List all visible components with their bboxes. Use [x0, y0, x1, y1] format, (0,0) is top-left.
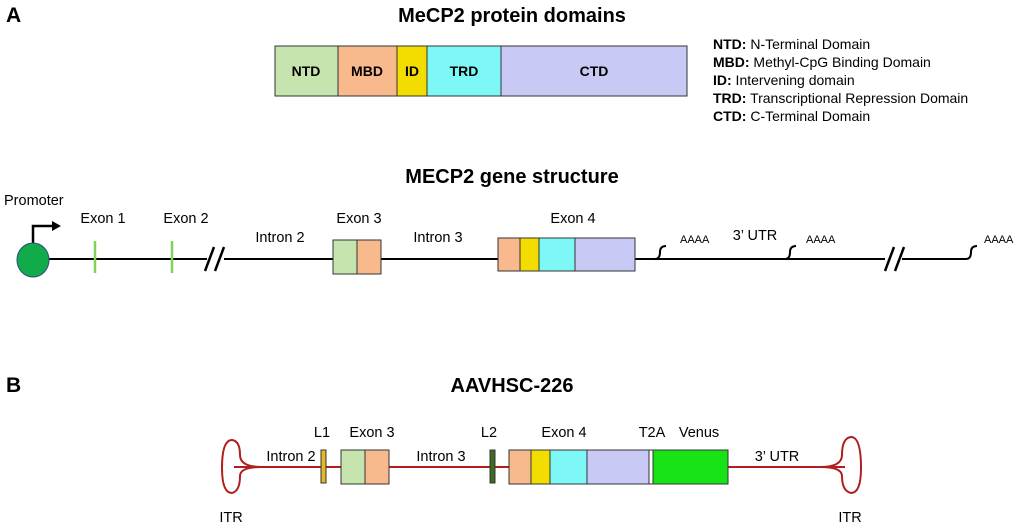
itr-left: [220, 438, 263, 495]
legend-id: ID: Intervening domain: [713, 72, 855, 88]
trd-label: TRD: [450, 63, 479, 79]
venus-element: [652, 449, 729, 485]
exon2-label: Exon 2: [163, 211, 208, 227]
domain-legend: NTD: N-Terminal Domain MBD: Methyl-CpG B…: [713, 36, 968, 124]
polya-label-3: AAAA: [984, 234, 1014, 246]
legend-trd-abbr: TRD:: [713, 90, 746, 106]
ntd-label: NTD: [292, 63, 321, 79]
gene-break-right: [883, 246, 906, 272]
legend-ntd-abbr: NTD:: [713, 36, 746, 52]
vector-intron2-label: Intron 2: [266, 449, 315, 465]
vector-exon3: [340, 449, 390, 485]
intron2-label: Intron 2: [255, 230, 304, 246]
panel-a-letter: A: [6, 4, 21, 27]
ntd-domain: [274, 45, 339, 97]
legend-mbd: MBD: Methyl-CpG Binding Domain: [713, 54, 931, 70]
gene-exon3: [332, 239, 382, 275]
legend-id-text: Intervening domain: [732, 72, 855, 88]
gene-backbone: [48, 245, 978, 260]
legend-ctd-text: C-Terminal Domain: [746, 108, 870, 124]
itr-right: [819, 435, 863, 495]
promoter-arrow: [31, 221, 61, 244]
vector-exon3-label: Exon 3: [349, 425, 394, 441]
gene-break-left: [203, 246, 226, 272]
gene-exon3-label: Exon 3: [336, 211, 381, 227]
vector-intron3-label: Intron 3: [416, 449, 465, 465]
itr-left-label: ITR: [219, 510, 242, 526]
legend-ntd-text: N-Terminal Domain: [746, 36, 870, 52]
mbd-label: MBD: [351, 63, 383, 79]
vector-exon4-label: Exon 4: [541, 425, 586, 441]
protein-domains-title: MeCP2 protein domains: [398, 5, 626, 27]
l2-linker: [489, 449, 496, 484]
id-domain: [396, 45, 428, 97]
ctd-domain: [500, 45, 688, 97]
legend-id-abbr: ID:: [713, 72, 732, 88]
promoter-label: Promoter: [4, 193, 64, 209]
legend-ctd-abbr: CTD:: [713, 108, 746, 124]
vector-exon4: [508, 449, 650, 485]
panel-b-letter: B: [6, 374, 21, 397]
l1-linker: [320, 449, 327, 484]
l2-label: L2: [481, 425, 497, 441]
venus-label: Venus: [679, 425, 719, 441]
gene-exon4-label: Exon 4: [550, 211, 595, 227]
t2a-element: [648, 449, 654, 485]
gene-structure-title: MECP2 gene structure: [405, 166, 618, 188]
t2a-label: T2A: [639, 425, 666, 441]
legend-mbd-text: Methyl-CpG Binding Domain: [750, 54, 931, 70]
mbd-domain: [337, 45, 398, 97]
promoter-circle: [16, 242, 50, 278]
legend-trd: TRD: Transcriptional Repression Domain: [713, 90, 968, 106]
gene-utr-label: 3’ UTR: [733, 228, 778, 244]
vector-title: AAVHSC-226: [451, 375, 574, 397]
intron3-label: Intron 3: [413, 230, 462, 246]
protein-domain-bar: [274, 45, 688, 97]
itr-right-label: ITR: [838, 510, 861, 526]
polya-label-2: AAAA: [806, 234, 836, 246]
ctd-label: CTD: [580, 63, 609, 79]
exon1-label: Exon 1: [80, 211, 125, 227]
legend-ctd: CTD: C-Terminal Domain: [713, 108, 870, 124]
id-label: ID: [405, 63, 419, 79]
legend-ntd: NTD: N-Terminal Domain: [713, 36, 870, 52]
polya-label-1: AAAA: [680, 234, 710, 246]
gene-exon4: [497, 237, 636, 272]
legend-mbd-abbr: MBD:: [713, 54, 750, 70]
vector-utr-label: 3’ UTR: [755, 449, 800, 465]
legend-trd-text: Transcriptional Repression Domain: [746, 90, 968, 106]
l1-label: L1: [314, 425, 330, 441]
